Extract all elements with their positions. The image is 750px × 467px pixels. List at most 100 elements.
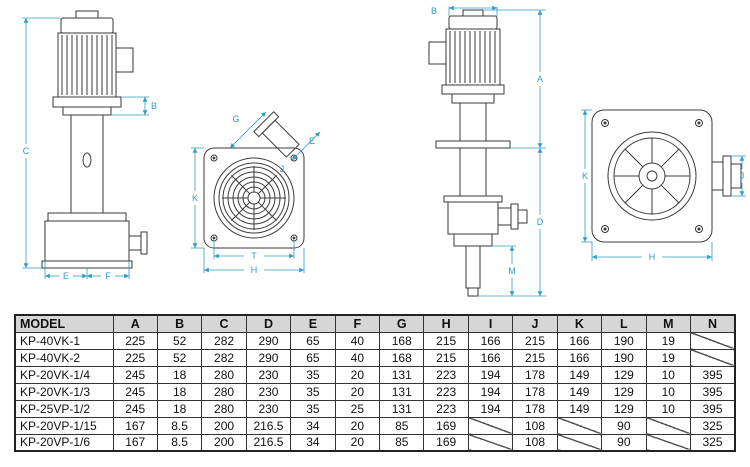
column-header-b: B [156,314,203,333]
outlet-tip [517,209,528,224]
value-cell: 18 [156,399,203,418]
column-lower [459,147,487,197]
value-cell: 169 [423,433,469,452]
value-cell: 280 [201,382,247,401]
terminal-box [428,41,447,65]
value-cell: 25 [334,399,381,418]
adapter [451,93,495,104]
value-cell [467,416,514,435]
housing-dimension-labels: K H J [582,171,744,262]
pump-top-plate [203,147,305,249]
outlet-flange [722,155,732,197]
value-cell: 225 [112,331,158,350]
motor-fan-cover [448,15,498,30]
dim-label-g: G [232,114,239,124]
value-cell: 65 [290,348,336,367]
value-cell: 280 [201,399,247,418]
motor-fins [449,31,496,83]
value-cell [556,433,603,452]
column-upper [459,102,487,142]
value-cell: 10 [645,365,691,384]
pump-column [70,114,104,214]
value-cell: 167 [112,416,158,435]
value-cell: 395 [689,365,736,384]
value-cell: 90 [601,416,647,435]
value-cell: 194 [467,399,514,418]
drawing-vertical-pump-view: B A D M [428,6,546,297]
model-cell: KP-25VP-1/2 [14,399,114,418]
value-cell: 35 [290,382,336,401]
outlet-pipe [497,207,512,226]
value-cell: 230 [245,382,292,401]
column-header-model: MODEL [14,314,114,333]
drawing-front-view: C B E F [22,10,157,281]
column-header-e: E [290,314,336,333]
adapter [62,106,112,116]
dim-label-c: C [23,146,30,156]
value-cell: 166 [556,348,603,367]
dim-label-e: E [309,136,315,146]
dim-label-h: H [649,252,656,262]
mounting-plate [435,140,511,149]
dim-label-k: K [192,193,198,203]
top-view-dimension-lines [191,111,321,273]
value-cell: 223 [423,382,469,401]
value-cell: 167 [112,433,158,452]
value-cell: 190 [601,348,647,367]
value-cell: 10 [645,382,691,401]
motor-flange [441,84,505,95]
value-cell: 34 [290,433,336,452]
value-cell: 169 [423,416,469,435]
value-cell [467,433,514,452]
value-cell: 129 [601,365,647,384]
impeller-cover [607,131,697,221]
column-header-l: L [601,314,647,333]
value-cell: 215 [512,348,558,367]
outlet-flange [510,203,519,230]
value-cell: 178 [512,365,558,384]
value-cell: 149 [556,365,603,384]
value-cell: 215 [423,348,469,367]
value-cell: 215 [512,331,558,350]
value-cell: 108 [512,416,558,435]
value-cell: 200 [201,416,247,435]
column-header-h: H [423,314,469,333]
base-top-plate [47,212,127,222]
terminal-box [115,47,134,73]
value-cell: 194 [467,365,514,384]
value-cell: 40 [334,348,381,367]
housing-dimension-lines [581,109,746,261]
column-header-c: C [201,314,247,333]
value-cell: 35 [290,399,336,418]
value-cell: 282 [201,348,247,367]
motor-fan-cap [462,9,484,17]
value-cell [645,416,691,435]
value-cell: 245 [112,382,158,401]
value-cell: 10 [645,399,691,418]
pump-head [447,201,499,235]
fan-grille [213,157,295,239]
value-cell: 168 [379,348,425,367]
value-cell: 18 [156,365,203,384]
dim-label-d: D [537,217,544,227]
model-cell: KP-40VK-1 [14,331,114,350]
top-view-dimension-labels: K T H G E J [192,114,315,275]
dim-label-h: H [251,265,258,275]
model-cell: KP-40VK-2 [14,348,114,367]
outlet-flange-top [253,111,300,158]
value-cell: 223 [423,399,469,418]
value-cell: 245 [112,365,158,384]
value-cell: 108 [512,433,558,452]
value-cell: 131 [379,399,425,418]
value-cell: 282 [201,331,247,350]
value-cell: 166 [467,348,514,367]
value-cell [556,416,603,435]
value-cell: 129 [601,399,647,418]
drawing-top-view: K T H G E J [191,111,321,275]
